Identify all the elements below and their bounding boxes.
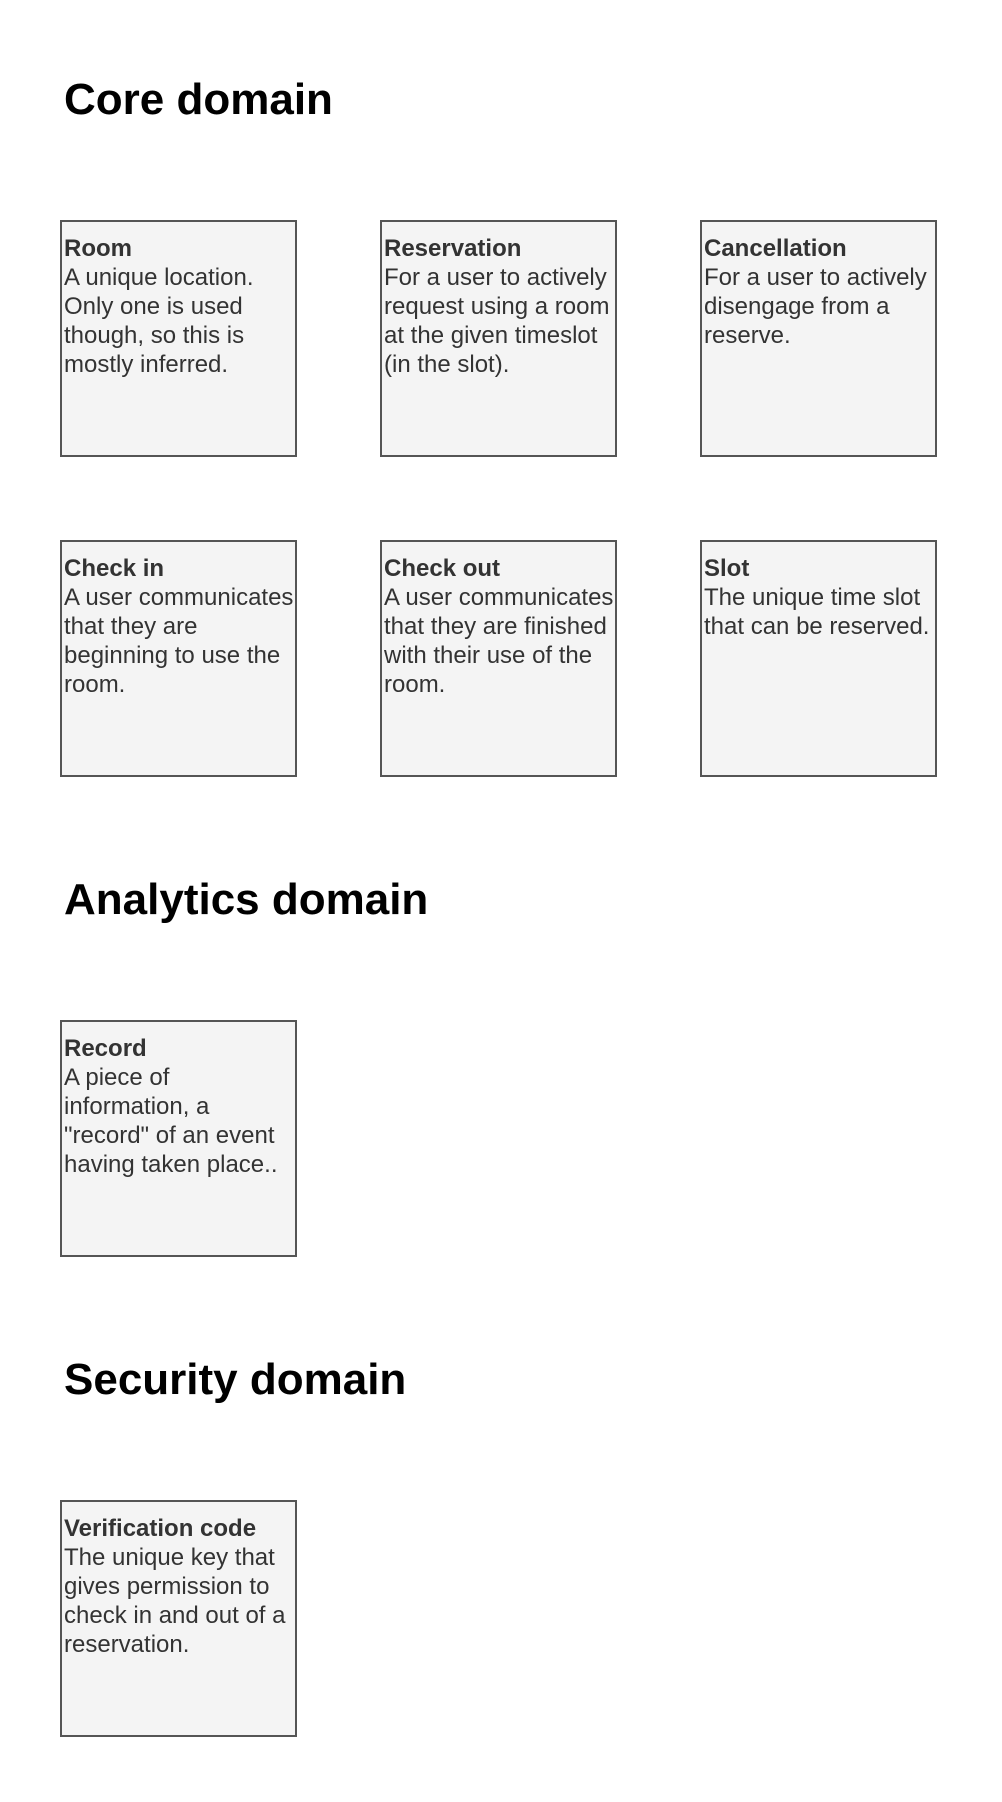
card-cancellation: Cancellation For a user to actively dise… xyxy=(700,220,937,457)
card-description: A piece of information, a "record" of an… xyxy=(64,1064,278,1178)
card-description: A user communicates that they are beginn… xyxy=(64,584,294,698)
security-domain-heading: Security domain xyxy=(64,1355,407,1404)
card-title: Slot xyxy=(704,555,750,582)
card-title: Reservation xyxy=(384,235,522,262)
card-description: A unique location. Only one is used thou… xyxy=(64,264,254,378)
card-description: For a user to actively disengage from a … xyxy=(704,264,927,349)
card-description: A user communicates that they are finish… xyxy=(384,584,614,698)
card-title: Check in xyxy=(64,555,165,582)
card-room: Room A unique location. Only one is used… xyxy=(60,220,297,457)
card-title: Record xyxy=(64,1035,147,1062)
analytics-domain-heading: Analytics domain xyxy=(64,875,429,924)
card-slot: Slot The unique time slot that can be re… xyxy=(700,540,937,777)
card-description: The unique time slot that can be reserve… xyxy=(704,584,930,640)
card-description: The unique key that gives permission to … xyxy=(64,1544,286,1658)
core-domain-heading: Core domain xyxy=(64,75,333,124)
card-title: Verification code xyxy=(64,1515,257,1542)
card-check-out: Check out A user communicates that they … xyxy=(380,540,617,777)
card-description: For a user to actively request using a r… xyxy=(384,264,610,378)
card-title: Cancellation xyxy=(704,235,847,262)
card-check-in: Check in A user communicates that they a… xyxy=(60,540,297,777)
card-title: Check out xyxy=(384,555,501,582)
card-reservation: Reservation For a user to actively reque… xyxy=(380,220,617,457)
card-title: Room xyxy=(64,235,132,262)
card-verification-code: Verification code The unique key that gi… xyxy=(60,1500,297,1737)
card-record: Record A piece of information, a "record… xyxy=(60,1020,297,1257)
